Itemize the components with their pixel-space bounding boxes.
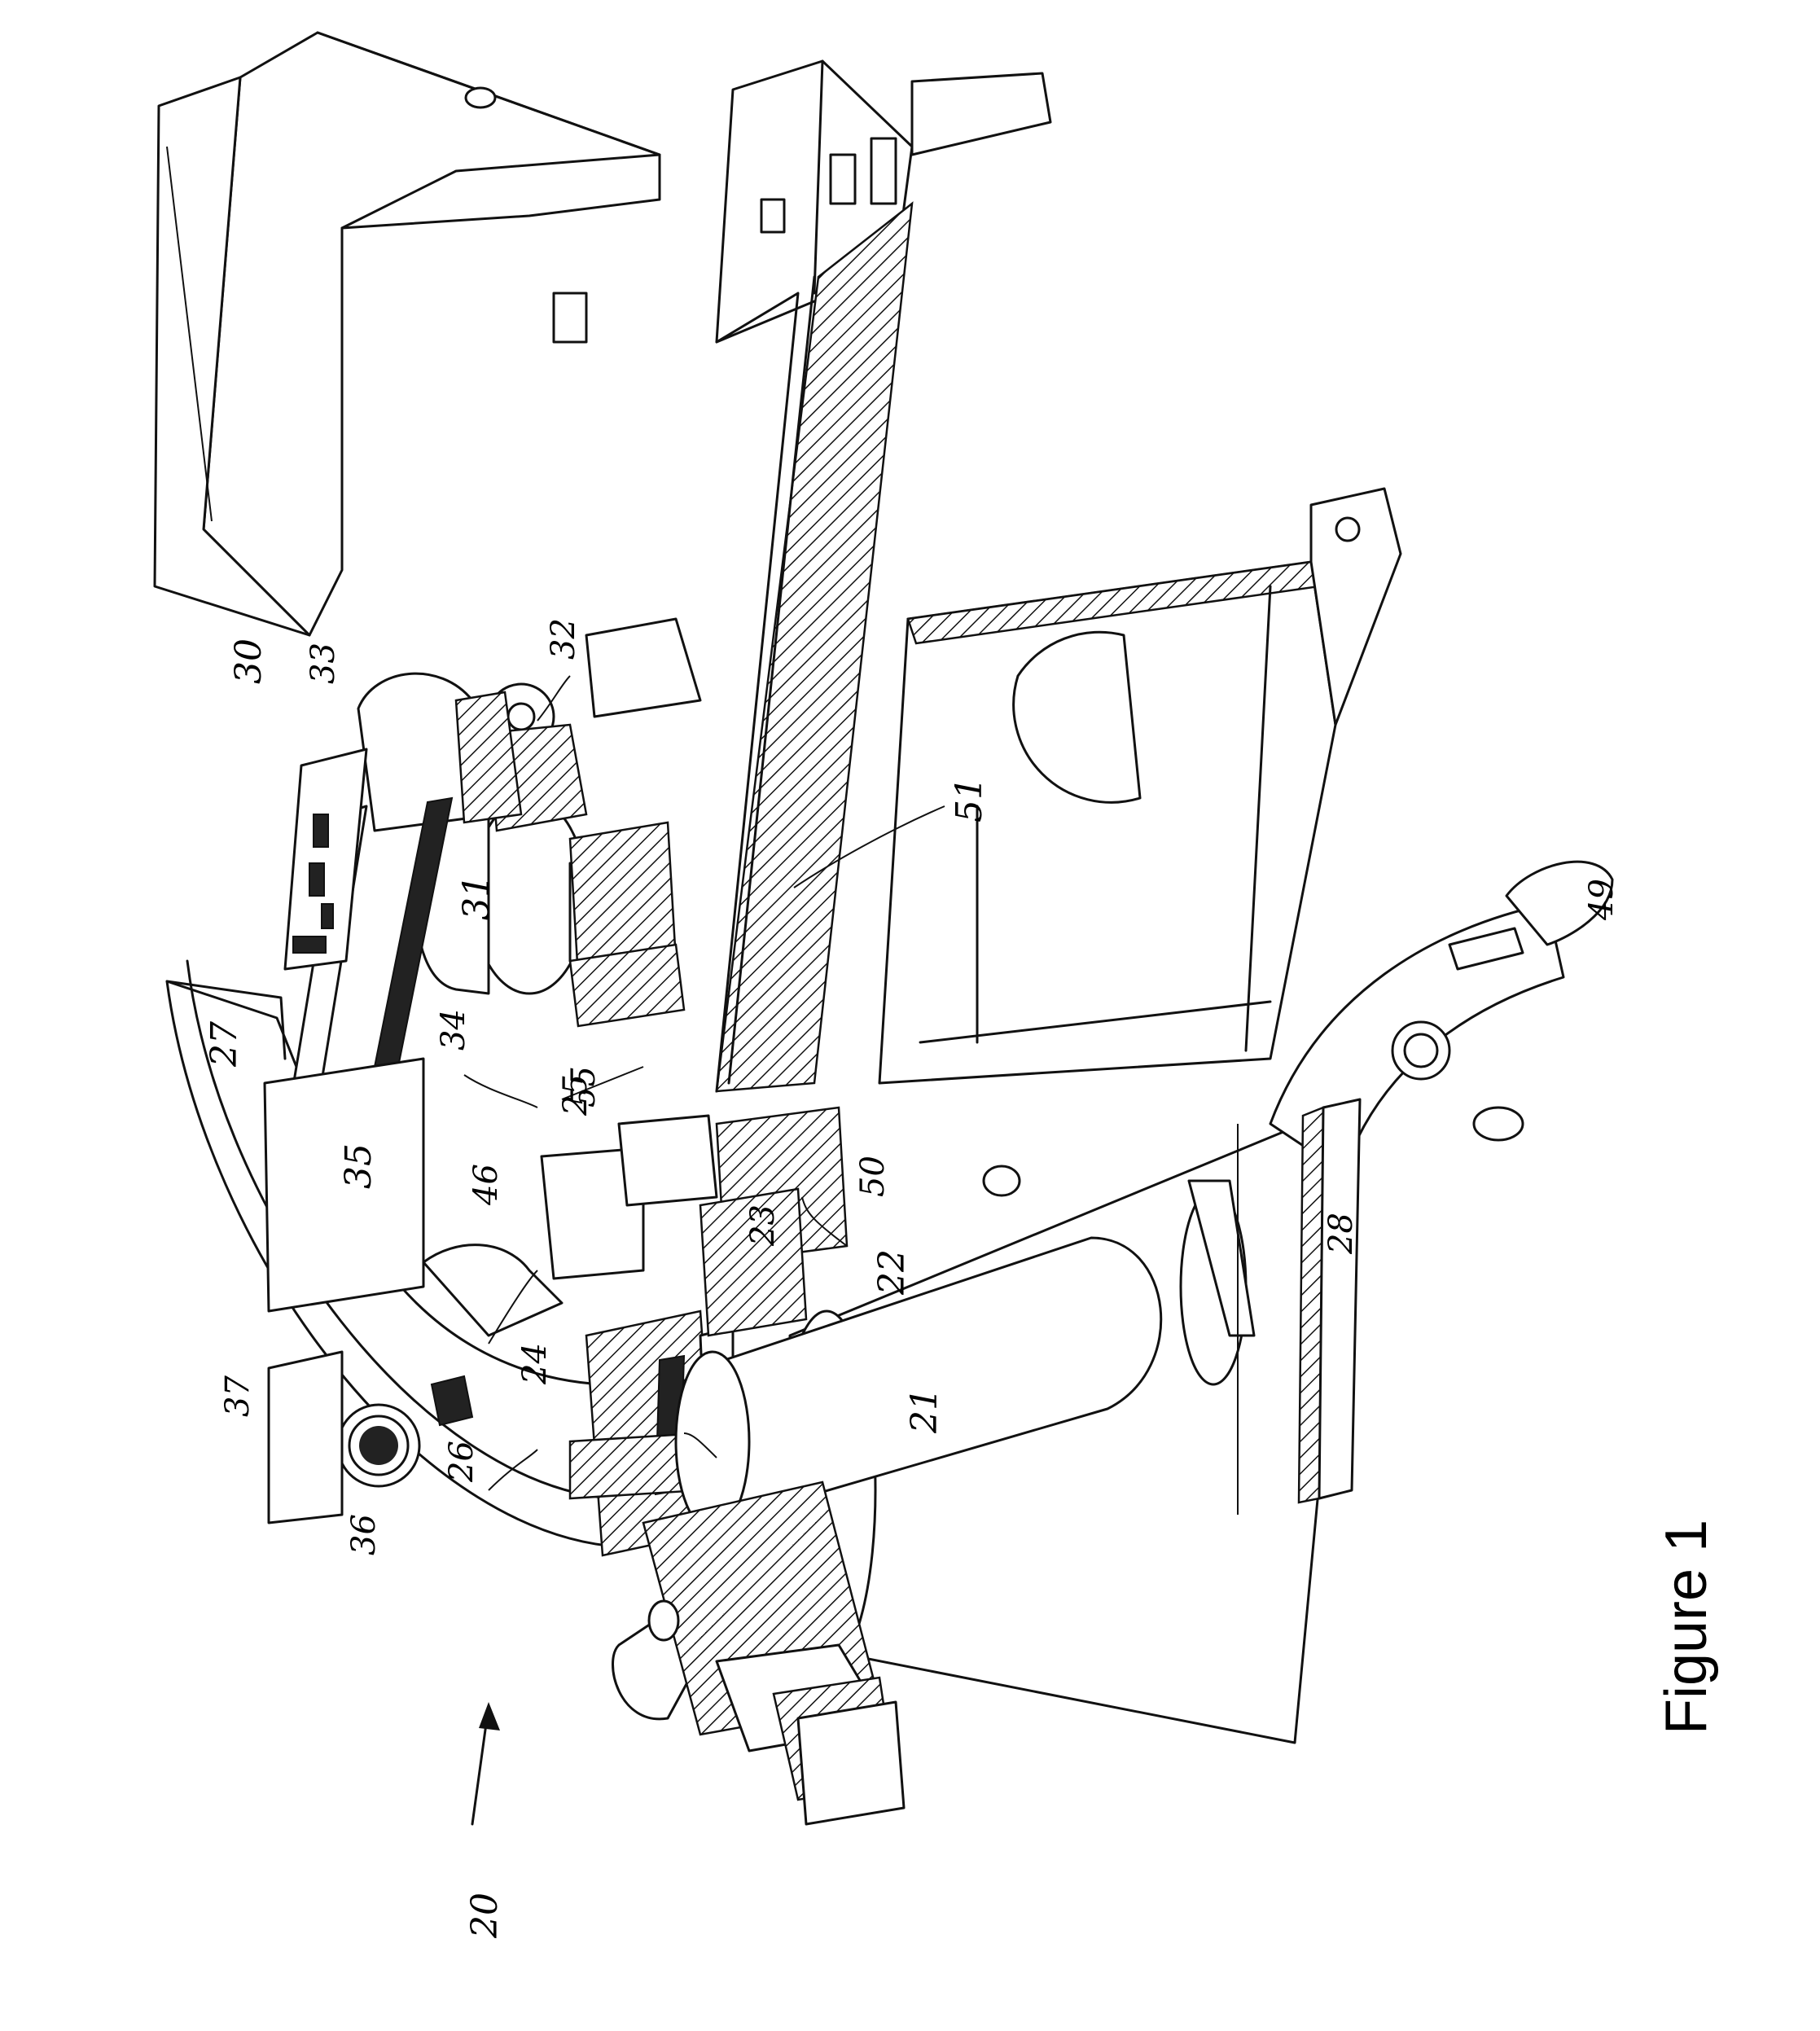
figure-caption: Figure 1 [1654, 1520, 1719, 1735]
label-20: 20 [464, 1893, 506, 1939]
circuit-board [285, 749, 366, 969]
label-34: 34 [435, 1009, 472, 1051]
label-37: 37 [219, 1375, 257, 1417]
label-55: 55 [565, 1066, 603, 1108]
label-22: 22 [871, 1249, 913, 1296]
label-31: 31 [456, 875, 498, 920]
gear-train [358, 619, 700, 831]
label-33: 33 [305, 643, 342, 684]
label-36: 36 [345, 1514, 383, 1555]
label-35: 35 [338, 1143, 379, 1189]
label-30: 30 [228, 638, 270, 684]
label-27: 27 [204, 1021, 245, 1068]
label-24: 24 [516, 1343, 554, 1385]
label-23: 23 [744, 1204, 782, 1247]
label-50: 50 [854, 1156, 892, 1197]
label-49: 49 [1583, 879, 1620, 921]
label-32: 32 [545, 618, 582, 660]
label-28: 28 [1322, 1213, 1360, 1255]
label-21: 21 [904, 1388, 945, 1434]
rack-wall [717, 204, 912, 1091]
label-46: 46 [467, 1164, 505, 1206]
reference-arrow [472, 1702, 500, 1824]
label-26: 26 [443, 1441, 480, 1483]
label-51: 51 [949, 777, 990, 822]
device-assembly: 20 21 22 23 24 25 26 27 28 30 31 32 33 3… [155, 33, 1620, 1939]
housing-cover [155, 33, 660, 635]
